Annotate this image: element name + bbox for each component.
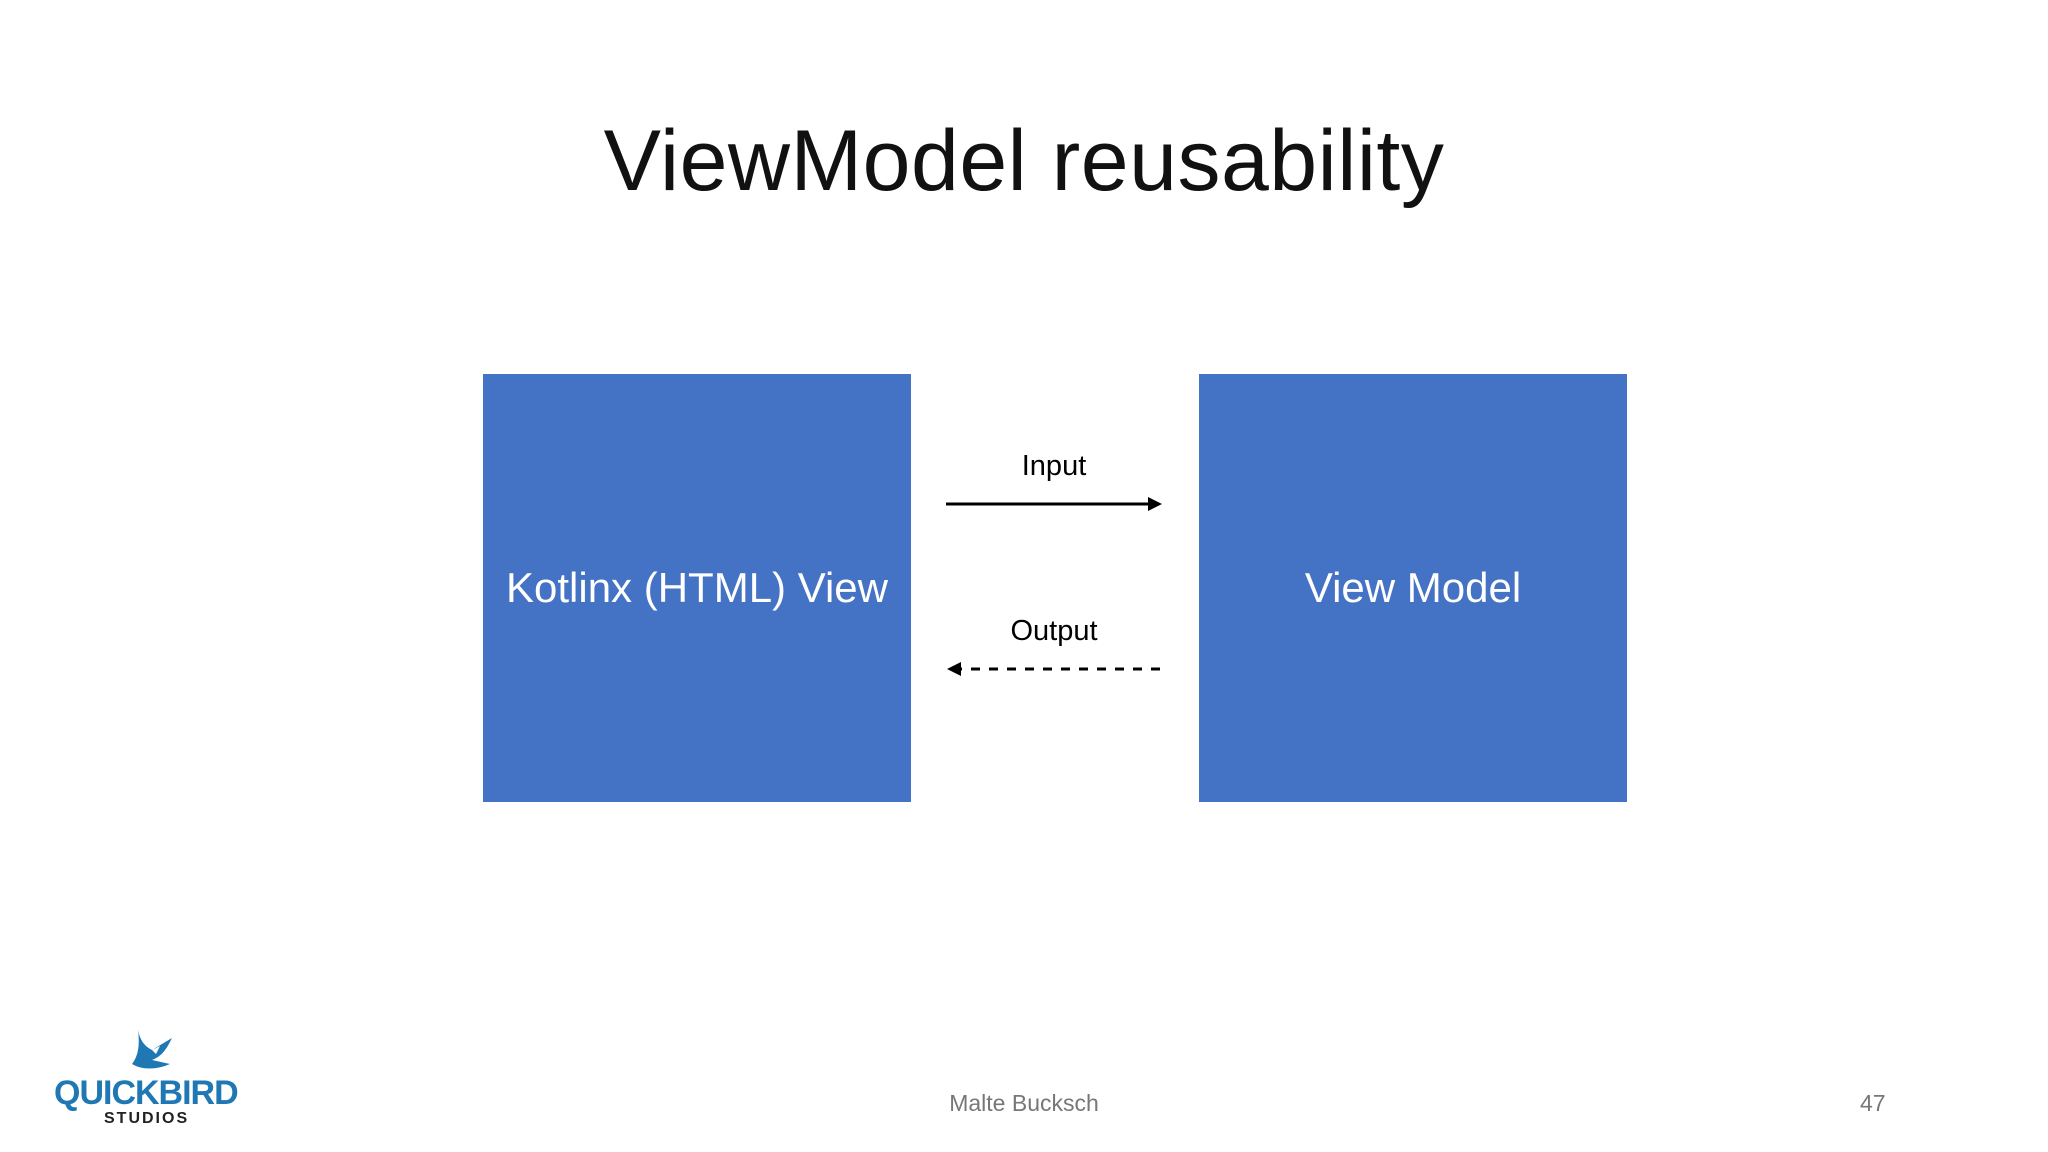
output-arrowhead [947, 662, 961, 676]
kotlinx-view-label: Kotlinx (HTML) View [506, 564, 888, 611]
slide-title: ViewModel reusability [603, 113, 1445, 209]
kotlinx-view-box: Kotlinx (HTML) View [483, 374, 911, 802]
svg-text:QUICKBIRD: QUICKBIRD [54, 1074, 238, 1112]
footer-author: Malte Bucksch [949, 1090, 1099, 1116]
output-label: Output [1010, 615, 1098, 647]
quickbird-logo: QUICKBIRD STUDIOS [52, 1026, 248, 1127]
input-label: Input [1021, 450, 1087, 482]
view-model-label: View Model [1304, 564, 1522, 611]
view-model-box: View Model [1199, 374, 1627, 802]
page-number: 47 [1860, 1090, 1886, 1116]
input-arrowhead [1148, 497, 1162, 511]
svg-text:STUDIOS: STUDIOS [104, 1110, 189, 1126]
bird-icon: QUICKBIRD STUDIOS [54, 1030, 239, 1127]
